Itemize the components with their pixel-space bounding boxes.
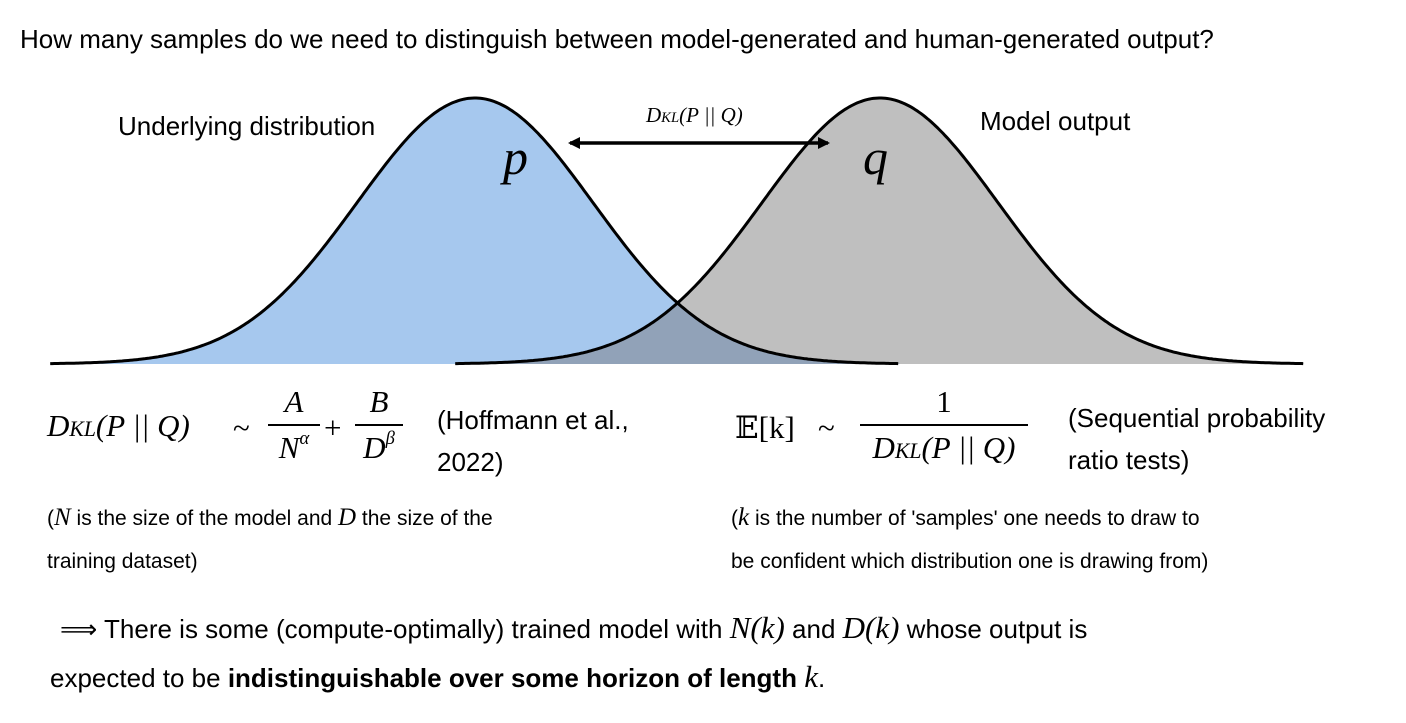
sim-symbol-right: ~ bbox=[818, 410, 835, 445]
q-symbol: q bbox=[863, 129, 888, 185]
overlap-area bbox=[455, 303, 900, 364]
fraction-one-over-kl: 1 DKL(P || Q) bbox=[860, 384, 1028, 466]
conclusion-line-2: expected to be indistinguishable over so… bbox=[50, 659, 826, 694]
expected-k-lhs: 𝔼[k] bbox=[735, 410, 795, 445]
fraction-a-over-n: A Nα bbox=[268, 384, 320, 466]
conclusion-line-1: ⟹ There is some (compute-optimally) trai… bbox=[60, 610, 1088, 645]
model-output-label: Model output bbox=[980, 106, 1131, 136]
fraction-b-over-d: B Dβ bbox=[355, 384, 403, 466]
page-title: How many samples do we need to distingui… bbox=[20, 24, 1214, 54]
samples-note: (k is the number of 'samples' one needs … bbox=[731, 504, 1209, 573]
underlying-distribution-label: Underlying distribution bbox=[118, 111, 376, 141]
plus-symbol: + bbox=[324, 410, 342, 445]
p-symbol: p bbox=[503, 129, 528, 185]
sprt-citation: (Sequential probability ratio tests) bbox=[1068, 403, 1326, 475]
q-distribution-curve bbox=[455, 96, 1304, 366]
p-distribution-curve bbox=[50, 96, 899, 366]
p-distribution-area bbox=[50, 98, 900, 364]
hoffmann-citation: (Hoffmann et al., 2022) bbox=[437, 405, 629, 477]
sim-symbol-left: ~ bbox=[233, 410, 250, 445]
kl-scaling-lhs: DKL(P || Q) bbox=[47, 408, 190, 443]
implies-arrow: ⟹ bbox=[60, 614, 98, 644]
scaling-law-note: (N is the size of the model and D the si… bbox=[47, 504, 493, 573]
kl-arrow-label: DKL(P || Q) bbox=[646, 103, 743, 127]
q-distribution-area bbox=[455, 98, 1305, 364]
